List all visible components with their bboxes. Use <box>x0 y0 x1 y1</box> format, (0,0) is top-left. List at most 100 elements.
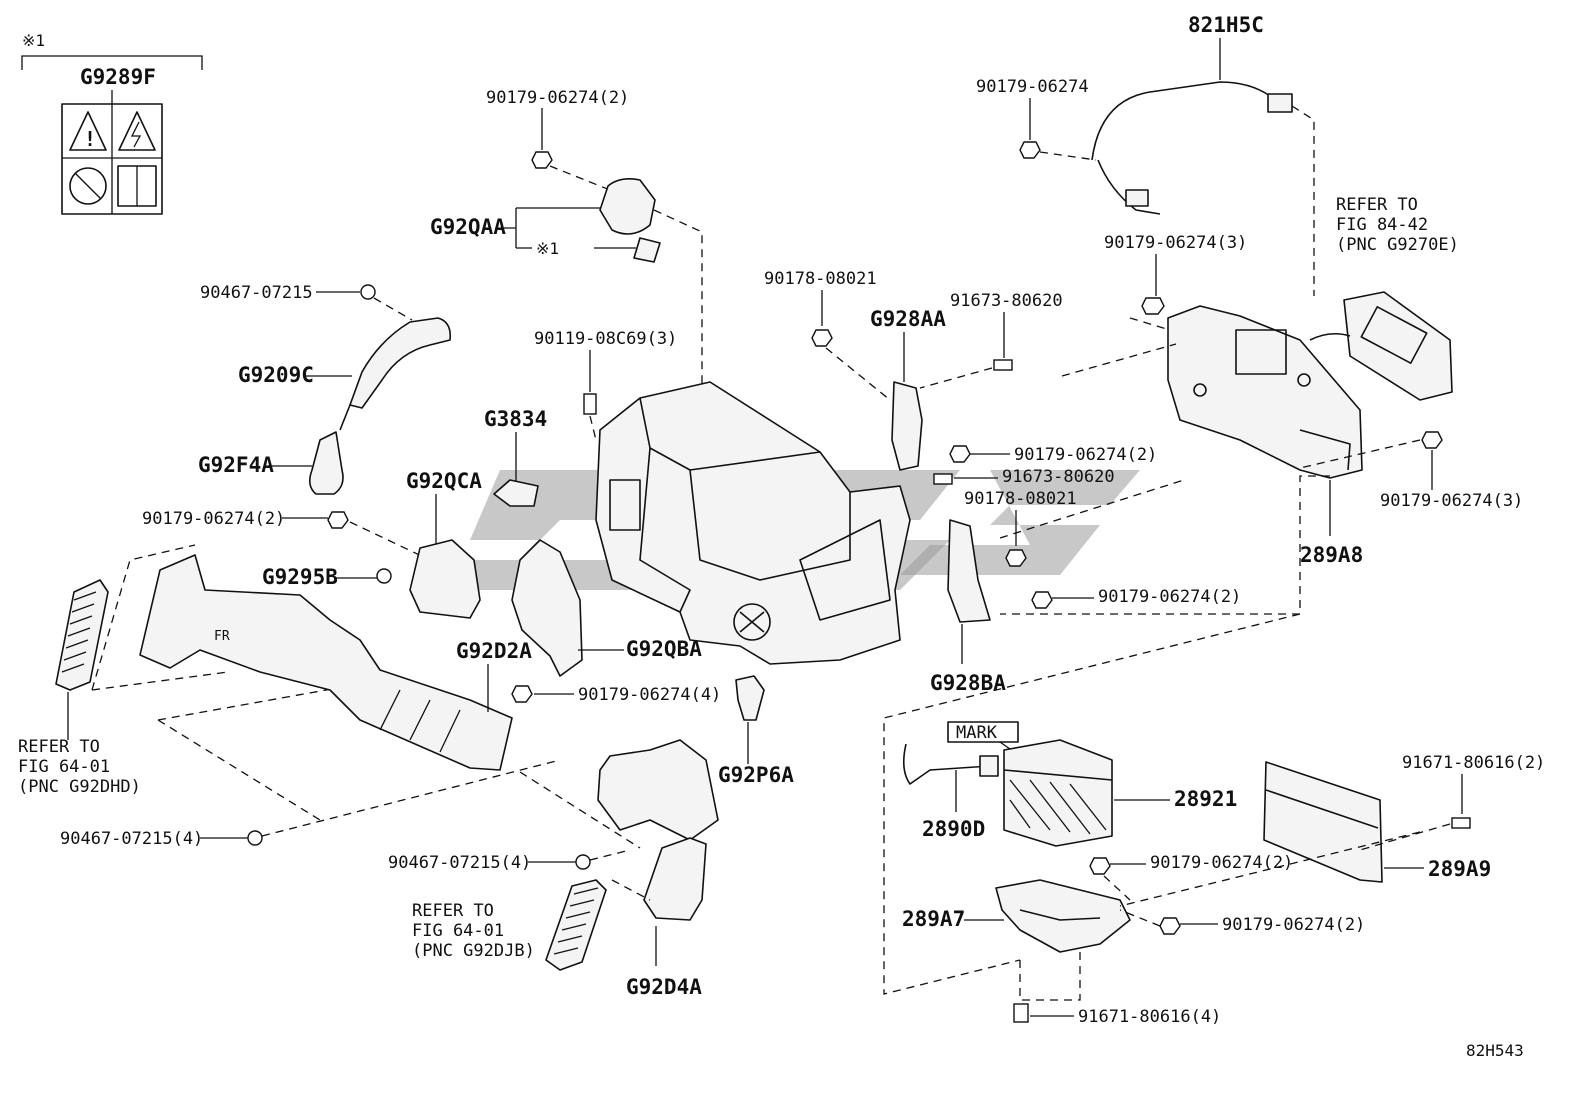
no-touch-icon <box>69 167 107 205</box>
note-mark-qaa: ※1 <box>536 239 559 258</box>
ref-c-line3[interactable]: (PNC G9270E) <box>1336 235 1459 255</box>
duct-g92p6a <box>735 675 765 721</box>
right-lower-group: MARK 28921 2890D 91671-80616(2) 289A9 90… <box>883 613 1545 1027</box>
ref-c-line2[interactable]: FIG 84-42 <box>1336 215 1428 235</box>
nut-icon <box>1141 297 1165 315</box>
part-label-g92d2a[interactable]: G92D2A <box>456 639 532 663</box>
part-label-g3834[interactable]: G3834 <box>484 407 547 431</box>
part-label-821h5c[interactable]: 821H5C <box>1188 13 1264 37</box>
nut-icon <box>811 329 833 347</box>
bolt-label-91673-80620-mid[interactable]: 91673-80620 <box>1002 467 1115 487</box>
bolt-icon <box>1451 817 1471 829</box>
duct-lower-center <box>597 739 719 841</box>
part-label-289a8[interactable]: 289A8 <box>1300 543 1363 567</box>
ref-b-line1[interactable]: REFER TO <box>412 901 494 921</box>
part-label-g928ba[interactable]: G928BA <box>930 671 1006 695</box>
ref-c-line1[interactable]: REFER TO <box>1336 195 1418 215</box>
part-label-289a9[interactable]: 289A9 <box>1428 857 1491 881</box>
bolt-label-90179-06274-2-top[interactable]: 90179-06274(2) <box>486 88 629 108</box>
bolt-label-90179-06274-2-mid[interactable]: 90179-06274(2) <box>1014 445 1157 465</box>
note-mark: ※1 <box>22 31 45 50</box>
cable-2890d <box>902 743 991 785</box>
bracket-g928ba <box>947 519 991 623</box>
ref-a-line2[interactable]: FIG 64-01 <box>18 757 110 777</box>
bolt-label-90179-06274-3-a[interactable]: 90179-06274(3) <box>1104 233 1247 253</box>
nut-icon <box>1159 917 1181 935</box>
bolt-label-90119-08c69-3[interactable]: 90119-08C69(3) <box>534 329 677 349</box>
diagram-code: 82H543 <box>1466 1041 1524 1060</box>
part-label-g92qca[interactable]: G92QCA <box>406 469 482 493</box>
nut-icon <box>1421 431 1443 449</box>
relay-g3834 <box>493 479 539 507</box>
bolt-label-90179-06274-2-r1[interactable]: 90179-06274(2) <box>1150 853 1293 873</box>
duct-g92f4a <box>308 431 344 495</box>
high-voltage-icon <box>118 111 156 151</box>
caution-triangle-icon <box>69 111 107 151</box>
bracket-g928aa <box>891 381 923 471</box>
bolt-label-90179-06274-2-r2[interactable]: 90179-06274(2) <box>1222 915 1365 935</box>
right-upper-group: 821H5C 90179-06274 REFER TO FIG 84-42 (P… <box>976 13 1523 615</box>
clip-icon <box>247 830 263 846</box>
cover-289a9 <box>1263 761 1383 883</box>
bracket-group: 90178-08021 G928AA 91673-80620 90179-062… <box>764 269 1241 695</box>
nut-icon <box>949 445 971 463</box>
duct-g92d2a <box>139 554 513 771</box>
ref-b-line3[interactable]: (PNC G92DJB) <box>412 941 535 961</box>
bolt-label-91671-80616-4[interactable]: 91671-80616(4) <box>1078 1007 1221 1027</box>
tray-289a7 <box>995 879 1131 953</box>
bracket-g92qba <box>511 539 583 677</box>
bolt-label-90179-06274-2-low[interactable]: 90179-06274(2) <box>1098 587 1241 607</box>
bracket-289a8 <box>1167 305 1363 479</box>
part-label-g92qaa[interactable]: G92QAA <box>430 215 506 239</box>
bolt-label-90179-06274-4[interactable]: 90179-06274(4) <box>578 685 721 705</box>
bolt-label-90467-07215-4-a[interactable]: 90467-07215(4) <box>60 829 203 849</box>
bolt-label-90467-07215[interactable]: 90467-07215 <box>200 283 313 303</box>
bolt-label-91673-80620-top[interactable]: 91673-80620 <box>950 291 1063 311</box>
cover-g92qca <box>409 539 481 619</box>
part-label-2890d[interactable]: 2890D <box>922 817 985 841</box>
part-label-28921[interactable]: 28921 <box>1174 787 1237 811</box>
part-label-g92f4a[interactable]: G92F4A <box>198 453 274 477</box>
grille-left <box>55 579 109 691</box>
duct-g92d4a <box>643 837 707 921</box>
bolt-label-90178-08021-mid[interactable]: 90178-08021 <box>964 489 1077 509</box>
ref-b-line2[interactable]: FIG 64-01 <box>412 921 504 941</box>
bolt-label-90178-08021-top[interactable]: 90178-08021 <box>764 269 877 289</box>
ref-a-line1[interactable]: REFER TO <box>18 737 100 757</box>
part-label-289a7[interactable]: 289A7 <box>902 907 965 931</box>
center-parts: G3834 G92QCA 90119-08C69(3) G92QBA 90179… <box>388 329 911 999</box>
bolt-icon <box>1013 1003 1029 1023</box>
bolt-icon <box>993 359 1013 371</box>
bolt-label-90179-06274-top-right[interactable]: 90179-06274 <box>976 77 1089 97</box>
nut-icon <box>1019 141 1041 159</box>
clip-icon <box>575 854 591 870</box>
cover-g92qaa: 90179-06274(2) G92QAA ※1 <box>430 88 703 612</box>
svg-text:!: ! <box>84 127 96 151</box>
ecu-g9270e <box>1343 291 1453 401</box>
part-label-g92p6a[interactable]: G92P6A <box>718 763 794 787</box>
nut-icon <box>1089 857 1111 875</box>
part-label-g9209c[interactable]: G9209C <box>238 363 314 387</box>
part-label-g9295b[interactable]: G9295B <box>262 565 338 589</box>
bolt-icon <box>933 473 953 485</box>
grille-right <box>545 879 607 971</box>
hose-g9209c <box>349 317 452 409</box>
part-label-g92d4a[interactable]: G92D4A <box>626 975 702 999</box>
wire-harness-821h5c <box>1091 81 1283 161</box>
bolt-label-90179-06274-3-b[interactable]: 90179-06274(3) <box>1380 491 1523 511</box>
part-label-g92qba[interactable]: G92QBA <box>626 637 702 661</box>
part-label-g9289f[interactable]: G9289F <box>80 65 156 89</box>
bolt-label-90179-06274-2-left[interactable]: 90179-06274(2) <box>142 509 285 529</box>
clip-icon <box>360 284 376 300</box>
mark-label: MARK <box>956 723 998 743</box>
bolt-label-91671-80616-2[interactable]: 91671-80616(2) <box>1402 753 1545 773</box>
mark-box <box>947 721 1019 743</box>
nut-icon <box>511 685 533 703</box>
grommet-icon <box>376 568 392 584</box>
ref-a-line3[interactable]: (PNC G92DHD) <box>18 777 141 797</box>
warning-label-group: ※1 G9289F ! <box>21 31 203 215</box>
nut-icon <box>1031 591 1053 609</box>
bolt-label-90467-07215-4-b[interactable]: 90467-07215(4) <box>388 853 531 873</box>
part-label-g928aa[interactable]: G928AA <box>870 307 946 331</box>
